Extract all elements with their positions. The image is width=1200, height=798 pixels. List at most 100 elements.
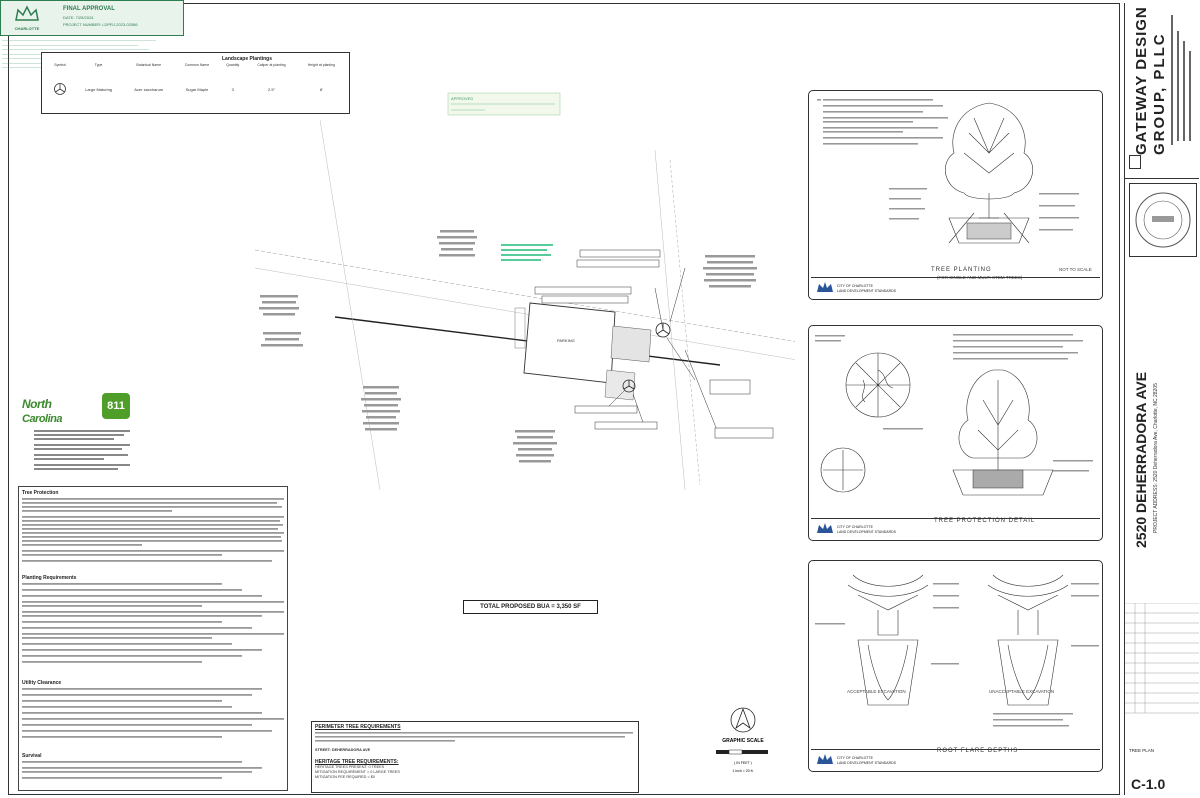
root-flare-title: ROOT FLARE DEPTHS xyxy=(937,748,1019,754)
firm-name-line1: GATEWAY DESIGN xyxy=(1133,6,1150,155)
table-cell: 8' xyxy=(319,87,323,92)
col-header: Height at planting xyxy=(307,63,336,67)
utility-text-lines xyxy=(22,688,284,738)
notes-text-lines xyxy=(22,498,284,562)
heritage-heading: HERITAGE TREE REQUIREMENTS: xyxy=(315,759,399,765)
table-cell: Acer saccharum xyxy=(134,87,164,92)
col-header: Quantity xyxy=(226,63,240,67)
callout-boxes xyxy=(534,249,774,439)
city-crown-icon xyxy=(817,282,833,292)
notes-heading: Tree Protection xyxy=(22,490,59,496)
project-name: 2520 DEHERRADORA AVE xyxy=(1133,371,1149,548)
survival-text-lines xyxy=(22,761,262,779)
call-before-dig-text xyxy=(30,428,140,478)
firm-contact-lines xyxy=(1171,15,1191,145)
heritage-present: HERITAGE TREES PRESENT: 0 TREES xyxy=(315,765,385,769)
adjacent-lot-text xyxy=(259,230,757,463)
city-line: CITY OF CHARLOTTE xyxy=(837,284,873,288)
city-line: LAND DEVELOPMENT STANDARDS xyxy=(837,288,896,293)
firm-block: GATEWAY DESIGN GROUP, PLLC xyxy=(1125,3,1199,179)
planting-caption: Landscape Plantings xyxy=(222,56,273,62)
col-header: Botanical Name xyxy=(136,63,162,67)
firm-name-line2: GROUP, PLLC xyxy=(1151,32,1168,155)
approval-title: FINAL APPROVAL xyxy=(63,6,115,12)
lot-line xyxy=(319,119,381,490)
table-cell: 2.5" xyxy=(268,87,275,92)
perimeter-tree-requirements: PERIMETER TREE REQUIREMENTS STREET: DEHE… xyxy=(311,721,639,793)
perimeter-heading: PERIMETER TREE REQUIREMENTS xyxy=(315,724,401,730)
col-header: Symbol xyxy=(54,63,66,67)
tree-protection-drawing xyxy=(815,334,1093,496)
root-flare-drawing xyxy=(815,574,1099,727)
approval-date: DATE: 7/25/2024 xyxy=(63,15,94,20)
planting-heading: Planting Requirements xyxy=(22,575,77,581)
graphic-scale-title: GRAPHIC SCALE xyxy=(722,738,764,744)
site-plan-drawing: APPROVED PARKING xyxy=(254,92,795,490)
row-line xyxy=(254,249,795,342)
lot-line xyxy=(654,149,686,490)
utility-heading: Utility Clearance xyxy=(22,680,62,686)
revision-table xyxy=(1125,602,1199,733)
firm-logo-icon xyxy=(1129,155,1141,169)
root-flare-detail: ACCEPTABLE EXCAVATION UNACCEPTABLE EXCAV… xyxy=(808,560,1103,772)
sheet-number: C-1.0 xyxy=(1131,776,1166,792)
approval-project: PROJECT NUMBER: LDPRJ-2023-02586 xyxy=(63,22,138,27)
table-cell: Large Maturing xyxy=(85,87,113,92)
driveway xyxy=(610,325,652,363)
city-crown-icon xyxy=(817,754,833,764)
table-row: Large Maturing Acer saccharum Sugar Mapl… xyxy=(46,68,346,98)
lot-line xyxy=(669,159,701,486)
tree-protection-title: TREE PROTECTION DETAIL xyxy=(934,518,1036,524)
approval-note: APPROVED xyxy=(451,96,473,101)
scale-unit: ( IN FEET ) xyxy=(734,761,752,765)
sheet-title: TREE PLAN xyxy=(1129,748,1155,753)
city-line: LAND DEVELOPMENT STANDARDS xyxy=(837,760,896,765)
acceptable-label: ACCEPTABLE EXCAVATION xyxy=(847,689,906,694)
table-cell: Sugar Maple xyxy=(185,87,209,92)
perimeter-street: STREET: DEHERRADORA AVE xyxy=(315,748,371,752)
title-block: GATEWAY DESIGN GROUP, PLLC 2520 DEHERRAD… xyxy=(1124,3,1199,795)
total-bua-label: TOTAL PROPOSED BUA = 3,350 SF xyxy=(463,600,598,614)
city-line: LAND DEVELOPMENT STANDARDS xyxy=(837,529,896,534)
mitigation-requirement: MITIGATION REQUIREMENT = 0 LARGE TREES xyxy=(315,770,400,774)
house-footprint xyxy=(523,302,616,384)
unacceptable-label: UNACCEPTABLE EXCAVATION xyxy=(989,689,1055,694)
tree-planting-scale: NOT TO SCALE xyxy=(1059,267,1092,272)
tree-planting-title: TREE PLANTING xyxy=(931,267,992,273)
sheet-border xyxy=(8,3,1120,795)
tree-notes-block: Tree Protection Planting Requirements Ut… xyxy=(18,486,288,791)
tree-protection-detail: TREE PROTECTION DETAIL CITY OF CHARLOTTE… xyxy=(808,325,1103,541)
parking-label: PARKING xyxy=(557,338,575,343)
porch xyxy=(514,307,526,349)
city-crown-logo: CHARLOTTE xyxy=(5,4,49,34)
city-line: CITY OF CHARLOTTE xyxy=(837,525,873,529)
walkway xyxy=(604,369,636,401)
tree-planting-detail: TREE PLANTING (FOR SINGLE AND MULTI-STEM… xyxy=(808,90,1103,300)
scale-text: 1 inch = 20 ft. xyxy=(732,769,753,773)
mitigation-fee: MITIGATION FEE REQUIRED = $0 xyxy=(315,775,375,779)
project-address: PROJECT ADDRESS: 2520 Deherradora Ave, C… xyxy=(1153,383,1159,533)
graphic-scale: GRAPHIC SCALE ( IN FEET ) 1 inch = 20 ft… xyxy=(706,706,780,790)
planting-grid: Symbol Type Botanical Name Common Name Q… xyxy=(46,62,346,98)
north-arrow-icon xyxy=(730,707,756,733)
table-cell: 3 xyxy=(231,87,234,92)
city-line: CITY OF CHARLOTTE xyxy=(837,756,873,760)
tree-symbol-icon xyxy=(46,68,74,98)
approval-org: CHARLOTTE xyxy=(14,26,40,31)
city-crown-icon xyxy=(817,523,833,533)
survival-heading: Survival xyxy=(22,753,42,759)
tree-planting-drawing xyxy=(889,102,1079,244)
proposed-tree-icon xyxy=(622,379,636,393)
col-header: Caliper at planting xyxy=(257,63,286,67)
approval-stamp: CHARLOTTE FINAL APPROVAL DATE: 7/25/2024… xyxy=(0,0,184,36)
landscape-plantings-table: Landscape Plantings Symbol Type Botanica… xyxy=(41,52,350,114)
col-header: Type xyxy=(94,63,103,67)
detail-notes-lines xyxy=(817,99,948,145)
planting-text-lines xyxy=(22,583,284,663)
col-header: Common Name xyxy=(184,63,210,67)
engineer-seal xyxy=(1129,183,1197,257)
